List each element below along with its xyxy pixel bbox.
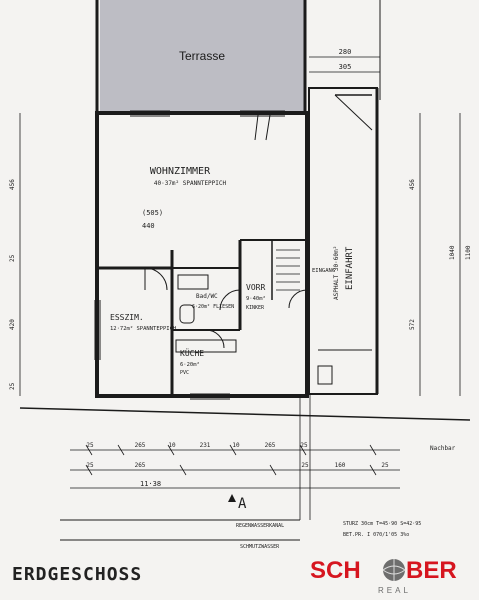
dirt-sewer-label: SCHMUTZWASSER (240, 544, 280, 550)
logo-subtitle: REAL (378, 586, 411, 595)
kitchen-floor: PVC (180, 370, 189, 376)
total-width: 11·38 (140, 480, 161, 488)
plan-reference: BET.PR. I 070/1'05 3%o (343, 532, 409, 538)
living-room-name: WOHNZIMMER (150, 166, 211, 177)
dim-right-3: 1100 (465, 245, 472, 260)
hall-floor: KINKER (246, 305, 265, 311)
dim-top-1: 280 (339, 48, 352, 56)
dim-bottom-1-0: 25 (86, 442, 94, 449)
terrace-area (100, 0, 305, 113)
living-room-area: 40·37m² SPANNTEPPICH (154, 180, 227, 187)
dim-bottom-1-5: 265 (265, 442, 276, 449)
living-room-width: 440 (142, 222, 155, 230)
living-room-note: (505) (142, 209, 163, 217)
dim-bottom-1-1: 265 (135, 442, 146, 449)
hall-area: 9·40m² (246, 295, 266, 302)
sewer-label: REGENWASSERKANAL (236, 523, 284, 529)
neighbour-label: Nachbar (430, 445, 456, 452)
bath-name: Bad/WC (196, 293, 218, 300)
terrace-label: Terrasse (179, 49, 225, 63)
dim-bottom-1-2: 10 (168, 442, 176, 449)
house-outline (95, 111, 309, 398)
dining-room-name: ESSZIM. (110, 313, 144, 322)
dim-bottom-2-1: 265 (135, 462, 146, 469)
logo-text-right: BER (406, 557, 457, 584)
dining-room-area: 12·72m² SPANNTEPPICH (110, 325, 176, 332)
level-info: STURZ 30cm T=45·90 S=42·95 (343, 521, 421, 527)
dim-right-1: 456 (409, 179, 416, 190)
dim-left-1: 456 (9, 179, 16, 190)
dim-left-2: 25 (9, 254, 16, 262)
section-mark: A (238, 496, 247, 512)
dim-bottom-2-4: 25 (381, 462, 389, 469)
dim-left-3: 420 (9, 319, 16, 330)
dim-right-4: 572 (409, 319, 416, 330)
dim-bottom-2-2: 25 (301, 462, 309, 469)
driveway-floor: ASPHALT 30·60m² (333, 246, 340, 300)
driveway-label: EINFAHRT (345, 246, 355, 290)
dim-bottom-1-6: 25 (300, 442, 308, 449)
dim-right-2: 1040 (449, 245, 456, 260)
dim-bottom-2-0: 25 (86, 462, 94, 469)
hall-name: VORR (246, 283, 265, 292)
driveway-outline (308, 87, 378, 395)
dim-left-4: 25 (9, 382, 16, 390)
dim-bottom-2-3: 160 (335, 462, 346, 469)
dim-top-2: 305 (339, 63, 352, 71)
bath-area: 6·20m² FLIESEN (192, 304, 234, 310)
floor-title: ERDGESCHOSS (12, 564, 142, 585)
company-logo: SCH BER REAL (308, 552, 474, 596)
entrance-label: EINGANG (312, 268, 335, 274)
dim-bottom-1-3: 231 (200, 442, 211, 449)
logo-text-left: SCH (310, 557, 361, 584)
kitchen-area: 6·20m² (180, 361, 200, 368)
kitchen-name: KÜCHE (180, 348, 204, 358)
dim-bottom-1-4: 10 (232, 442, 240, 449)
